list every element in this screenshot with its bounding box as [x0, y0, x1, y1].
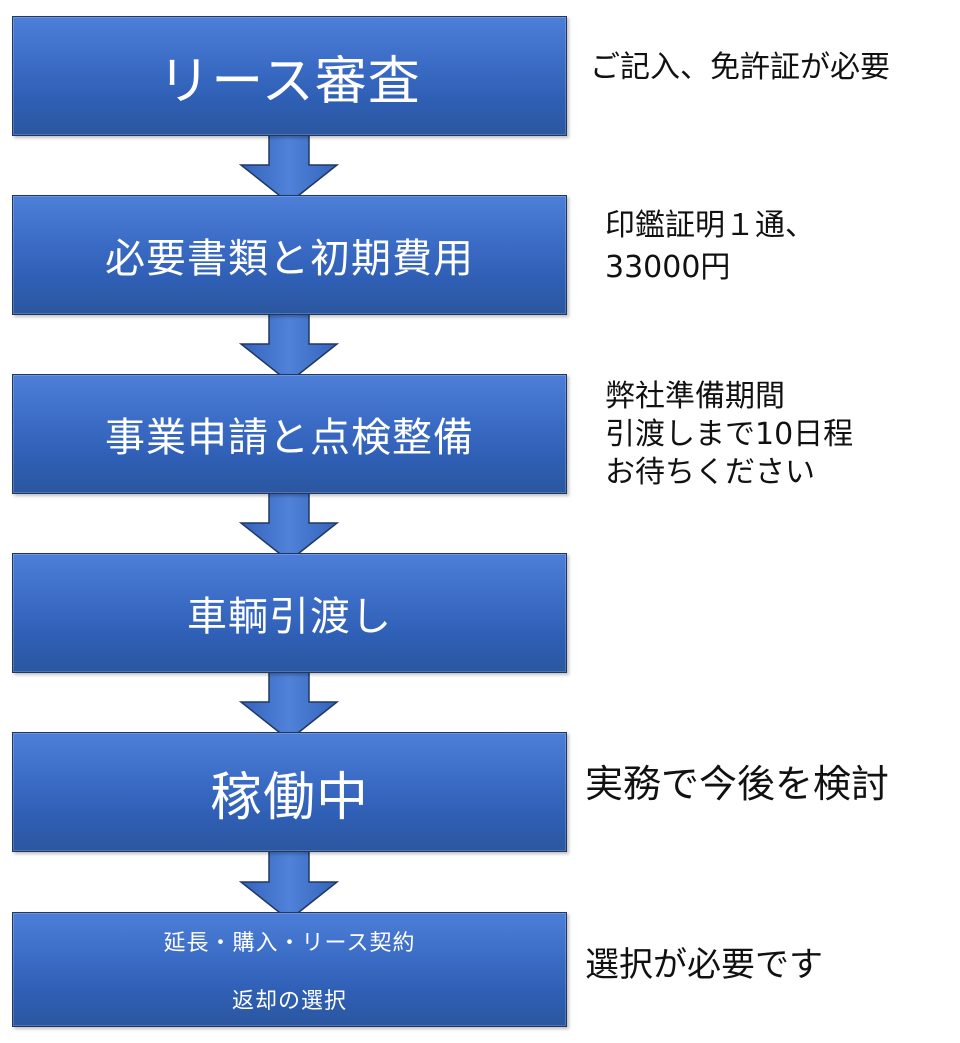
note-preparation-period: 弊社準備期間 引渡しまで10日程 お待ちください	[605, 378, 853, 492]
step-application-inspection: 事業申請と点検整備	[12, 374, 567, 494]
note-line: 印鑑証明１通、	[605, 208, 815, 243]
down-arrow-icon	[238, 125, 340, 204]
note-in-operation: 実務で今後を検討	[585, 760, 889, 809]
step-vehicle-delivery: 車輌引渡し	[12, 553, 567, 673]
step-lease-review: リース審査	[12, 16, 567, 136]
step-label: 必要書類と初期費用	[105, 236, 474, 282]
step-contract-choice: 延長・購入・リース契約 返却の選択	[12, 912, 567, 1027]
step-label: 稼働中	[209, 767, 369, 828]
note-contract-choice: 選択が必要です	[585, 943, 823, 987]
step-label-line-1: 延長・購入・リース契約	[163, 930, 416, 956]
down-arrow-icon	[238, 841, 340, 921]
step-in-operation: 稼働中	[12, 732, 567, 852]
note-line: 33000円	[605, 250, 731, 285]
note-required-documents: 印鑑証明１通、 33000円	[605, 205, 815, 289]
step-label: 事業申請と点検整備	[105, 415, 474, 461]
step-required-documents: 必要書類と初期費用	[12, 195, 567, 315]
note-line: 選択が必要です	[585, 945, 823, 985]
note-lease-review: ご記入、免許証が必要	[590, 48, 890, 87]
down-arrow-icon	[238, 304, 340, 383]
step-label-line-2: 返却の選択	[231, 988, 347, 1014]
note-line: 引渡しまで10日程	[605, 417, 854, 453]
note-line: 実務で今後を検討	[585, 762, 890, 806]
down-arrow-icon	[238, 483, 340, 562]
step-label: リース審査	[158, 51, 421, 112]
note-line: 弊社準備期間	[605, 379, 785, 414]
step-label: 車輌引渡し	[187, 594, 392, 640]
note-line: ご記入、免許証が必要	[590, 50, 890, 85]
note-line: お待ちください	[605, 455, 815, 491]
down-arrow-icon	[238, 662, 340, 741]
